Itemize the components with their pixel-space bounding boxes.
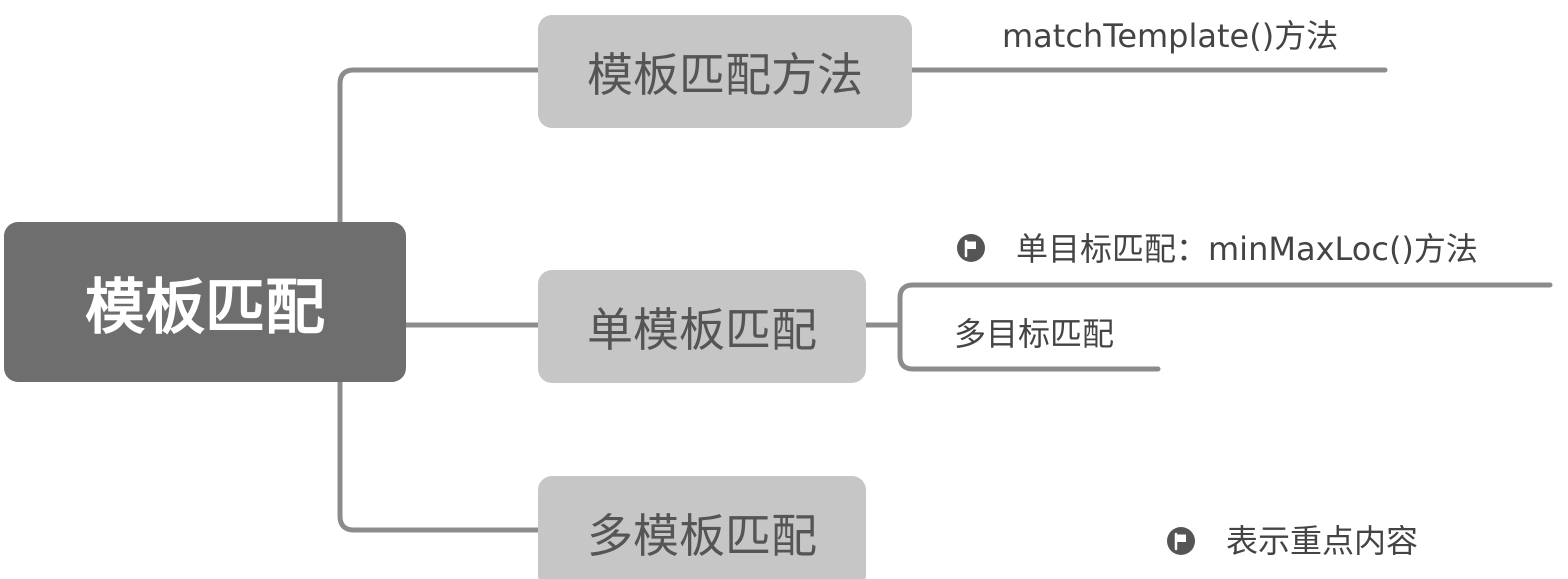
branch-label: 模板匹配方法 — [587, 47, 863, 102]
branch-node-single-template[interactable]: 单模板匹配 — [538, 270, 866, 383]
leaf-node-multi-target[interactable]: 多目标匹配 — [954, 314, 1114, 354]
leaf-label: matchTemplate()方法 — [1002, 17, 1339, 55]
branch-node-multi-template[interactable]: 多模板匹配 — [538, 476, 866, 579]
leaf-node-single-target[interactable]: 单目标匹配：minMaxLoc()方法 — [1016, 229, 1478, 269]
leaf-label: 单目标匹配：minMaxLoc()方法 — [1016, 230, 1478, 268]
branch-label: 单模板匹配 — [587, 302, 817, 357]
legend-label: 表示重点内容 — [1226, 521, 1418, 561]
legend-text: 表示重点内容 — [1226, 522, 1419, 560]
flag-icon — [957, 234, 985, 262]
connector-branch2-leaf2 — [897, 322, 1161, 372]
connector-root-branch3 — [337, 379, 541, 533]
leaf-node-matchtemplate[interactable]: matchTemplate()方法 — [1002, 16, 1338, 56]
flag-icon — [1167, 527, 1195, 555]
branch-label: 多模板匹配 — [587, 508, 817, 563]
root-node[interactable]: 模板匹配 — [4, 222, 406, 382]
connector-branch2-leaf1 — [897, 282, 1553, 328]
connector-root-branch1 — [337, 67, 541, 225]
root-label: 模板匹配 — [85, 272, 325, 343]
leaf-label: 多目标匹配 — [954, 315, 1115, 353]
branch-node-template-method[interactable]: 模板匹配方法 — [538, 15, 912, 128]
